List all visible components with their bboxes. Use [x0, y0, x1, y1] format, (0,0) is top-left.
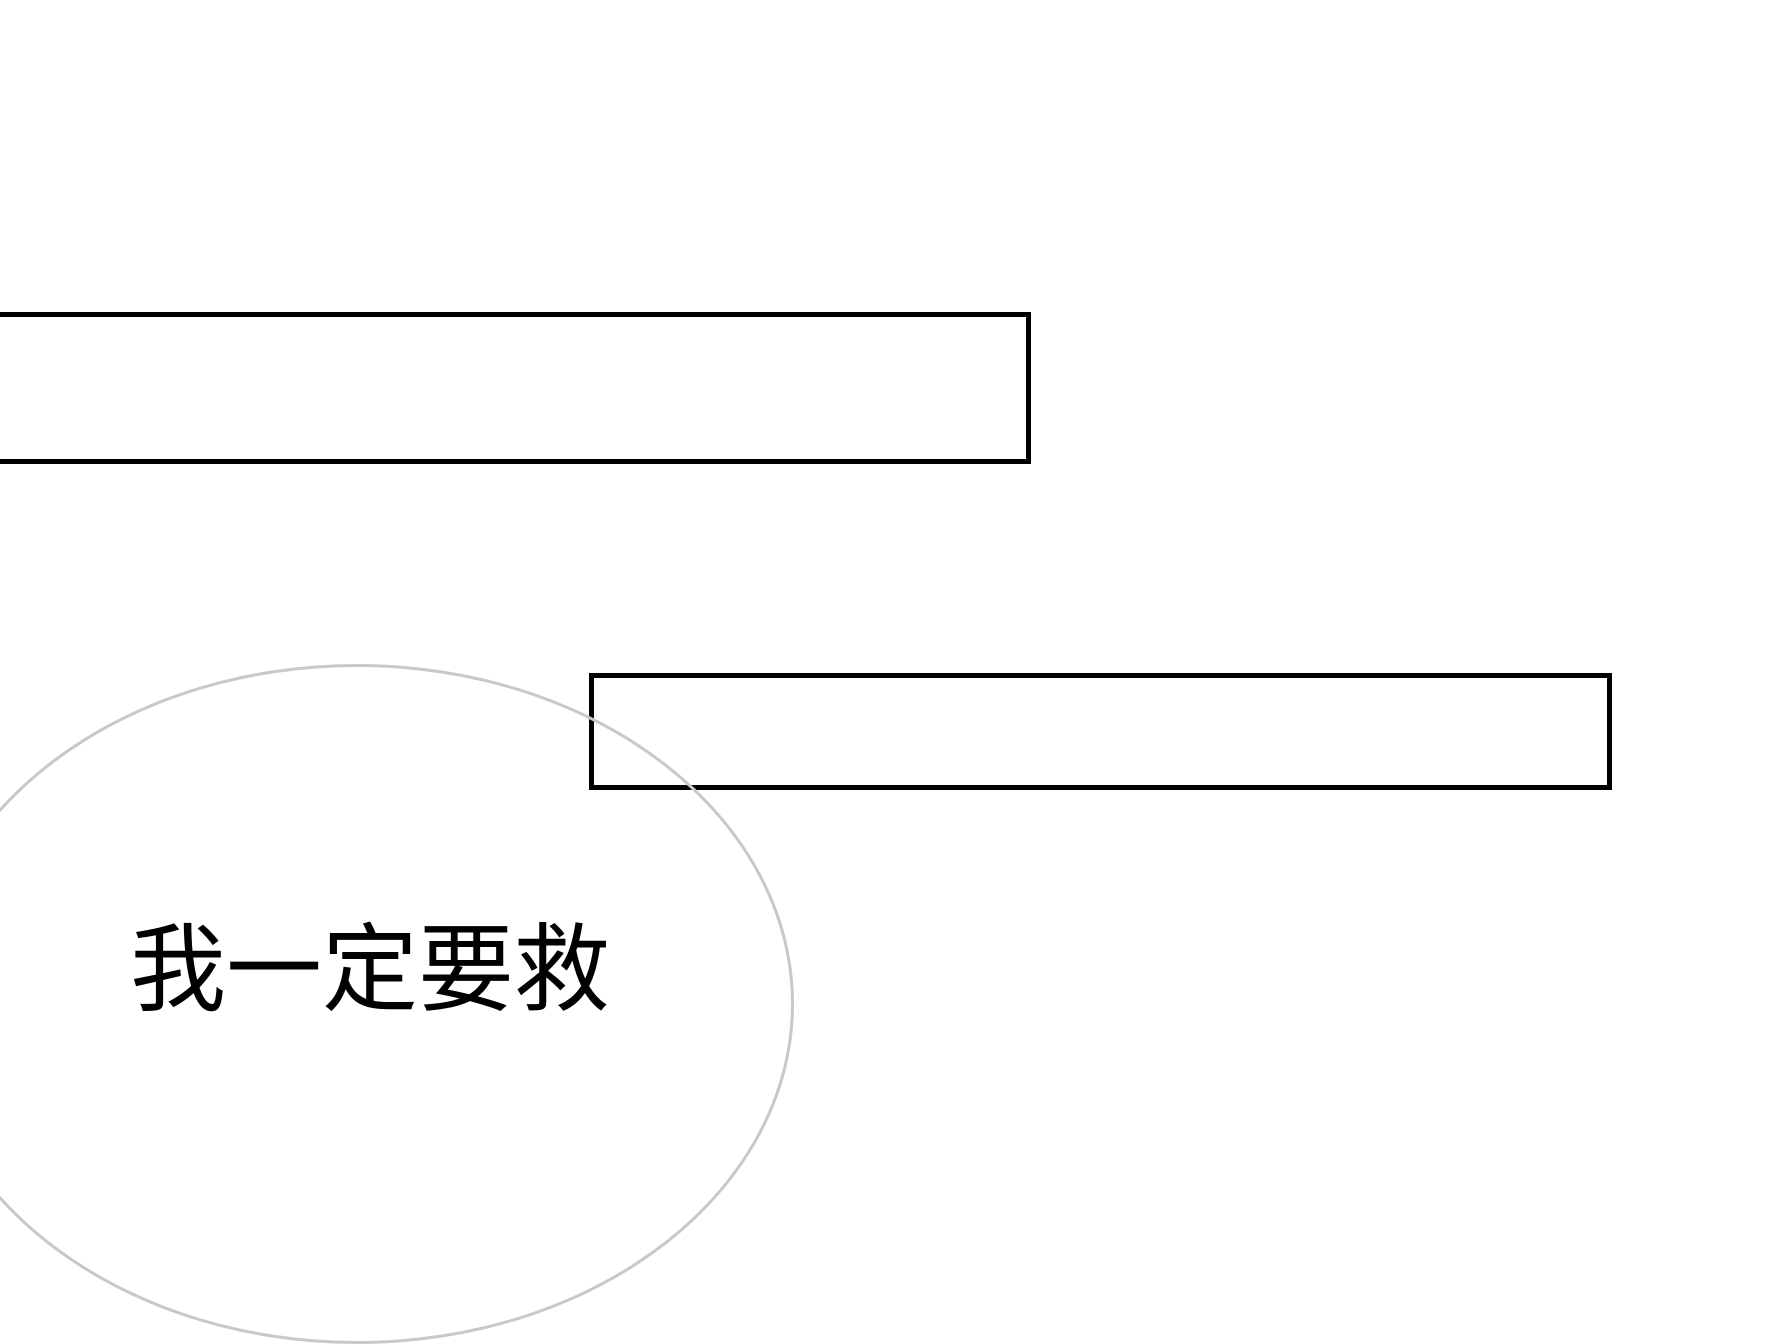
speech-bubble-text: 我一定要救 [130, 914, 610, 1026]
comic-panel-bottom [589, 673, 1612, 790]
comic-panel-top [0, 312, 1031, 464]
